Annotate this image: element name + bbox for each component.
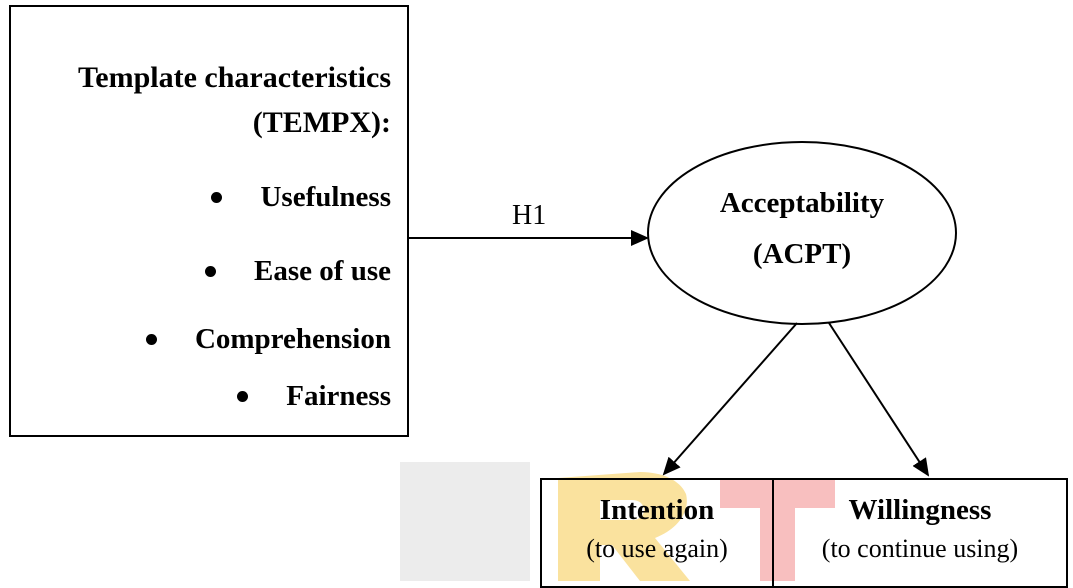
tempx-item-label: Fairness xyxy=(286,380,391,412)
willingness-arrow xyxy=(828,322,930,477)
template-characteristics-box: Template characteristics (TEMPX): Useful… xyxy=(9,5,409,437)
intention-subtitle: (to use again) xyxy=(586,534,728,563)
intention-title: Intention xyxy=(599,494,715,526)
tempx-item-ease-of-use: Ease of use xyxy=(205,254,391,288)
tempx-item-label: Ease of use xyxy=(254,255,391,287)
tempx-title-line1: Template characteristics xyxy=(78,61,391,94)
intention-box: Intention (to use again) xyxy=(540,478,774,588)
bullet-icon xyxy=(145,333,157,345)
tempx-item-usefulness: Usefulness xyxy=(211,180,391,214)
h1-label: H1 xyxy=(512,200,547,231)
bullet-icon xyxy=(211,191,223,203)
acceptability-line2: (ACPT) xyxy=(752,238,852,270)
bullet-icon xyxy=(205,265,217,277)
willingness-subtitle: (to continue using) xyxy=(821,534,1019,563)
intention-arrow xyxy=(662,322,798,476)
tempx-title: Template characteristics (TEMPX): xyxy=(78,55,391,145)
acceptability-label: Acceptability (ACPT) xyxy=(649,178,955,280)
tempx-item-label: Comprehension xyxy=(194,323,391,355)
acceptability-ellipse xyxy=(647,141,957,325)
willingness-title: Willingness xyxy=(848,494,992,526)
tempx-item-fairness: Fairness xyxy=(237,379,391,413)
tempx-item-comprehension: Comprehension xyxy=(145,322,391,356)
willingness-box: Willingness (to continue using) xyxy=(772,478,1068,588)
acceptability-line1: Acceptability xyxy=(719,187,885,219)
tempx-title-line2: (TEMPX): xyxy=(252,106,391,139)
bullet-icon xyxy=(237,390,249,402)
tempx-item-label: Usefulness xyxy=(260,181,391,213)
